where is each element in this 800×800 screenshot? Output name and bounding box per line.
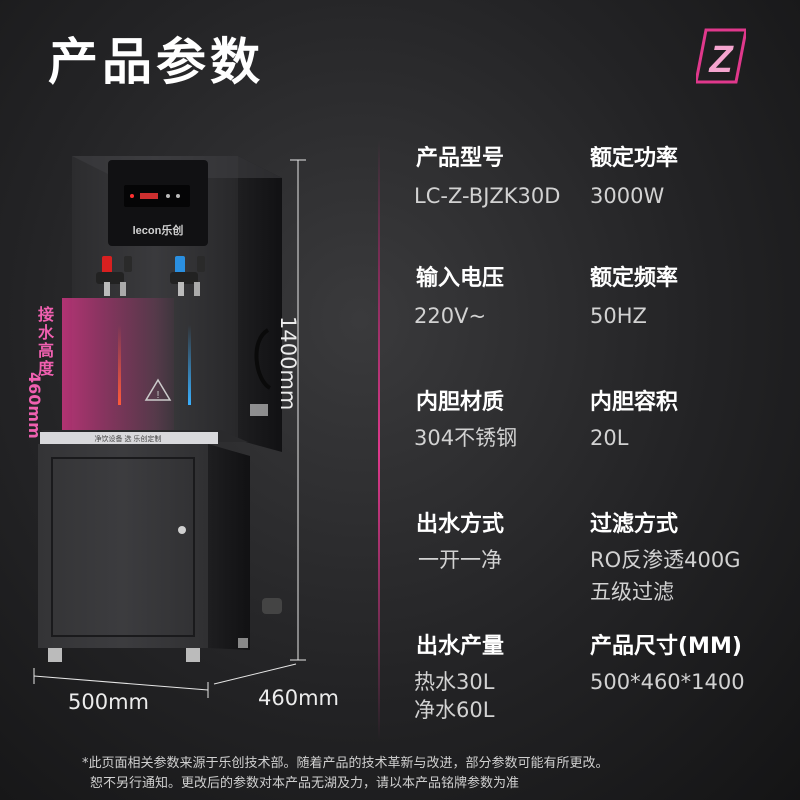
spec-value: 220V~	[414, 304, 487, 328]
logo-letter: Z	[708, 39, 734, 81]
drain-hose	[254, 328, 272, 390]
spec-label: 产品尺寸(MM)	[590, 634, 742, 659]
water-dispenser-illustration: lecon乐创 ! 净饮设备 选 乐创定制	[33, 156, 306, 698]
section-divider	[378, 140, 380, 740]
spec-label: 过滤方式	[590, 512, 679, 537]
lower-cabinet-side	[208, 444, 250, 650]
brand-logo-icon: Z	[696, 28, 746, 84]
cabinet-door	[51, 457, 195, 637]
spec-value: 500*460*1400	[590, 670, 745, 694]
dimension-height: 1400mm	[276, 316, 300, 411]
spec-label: 额定功率	[590, 146, 679, 171]
spec-value: 20L	[590, 426, 629, 450]
footnote-line-2: 恕不另行通知。更改后的参数对本产品无湖及力，请以本产品铭牌参数为准	[90, 776, 520, 791]
spec-label: 额定频率	[590, 266, 679, 291]
counter-shelf	[40, 432, 218, 444]
svg-text:!: !	[157, 390, 160, 401]
spec-value: LC-Z-BJZK30D	[414, 184, 561, 208]
purified-water-tap-icon	[170, 256, 198, 296]
dimension-width: 500mm	[68, 690, 149, 714]
dispense-height-value: 460mm	[25, 372, 44, 439]
spec-label: 输入电压	[416, 266, 505, 291]
spec-value: 热水30L	[414, 670, 495, 694]
spec-label: 出水产量	[416, 634, 505, 659]
spec-value: 3000W	[590, 184, 665, 208]
dimension-depth: 460mm	[258, 686, 339, 710]
lower-cabinet-front	[38, 444, 208, 648]
spec-value: RO反渗透400G	[590, 548, 741, 572]
spec-label: 产品型号	[416, 146, 505, 171]
hot-water-tap-icon	[96, 256, 124, 296]
spec-value: 五级过滤	[590, 580, 674, 604]
tap-lever-icon	[194, 256, 205, 296]
spec-value: 净水60L	[414, 698, 495, 722]
dispense-height-label: 接水高度	[38, 305, 55, 378]
door-lock-icon	[178, 526, 186, 534]
spec-label: 内胆容积	[590, 390, 679, 415]
spec-value: 一开一净	[418, 548, 502, 572]
warning-icon	[144, 378, 172, 401]
counter-label: 净饮设备 选 乐创定制	[95, 434, 162, 443]
spec-label: 内胆材质	[416, 390, 505, 415]
footnote-line-1: *此页面相关参数来源于乐创技术部。随着产品的技术革新与改进，部分参数可能有所更改…	[82, 756, 609, 771]
spec-value: 50HZ	[590, 304, 647, 328]
spec-label: 出水方式	[416, 512, 505, 537]
spec-value: 304不锈钢	[414, 426, 518, 450]
page-title: 产品参数	[48, 33, 264, 91]
upper-cabinet-side	[238, 156, 282, 452]
brand-label: lecon乐创	[133, 223, 184, 237]
tap-lever-icon	[120, 256, 132, 296]
